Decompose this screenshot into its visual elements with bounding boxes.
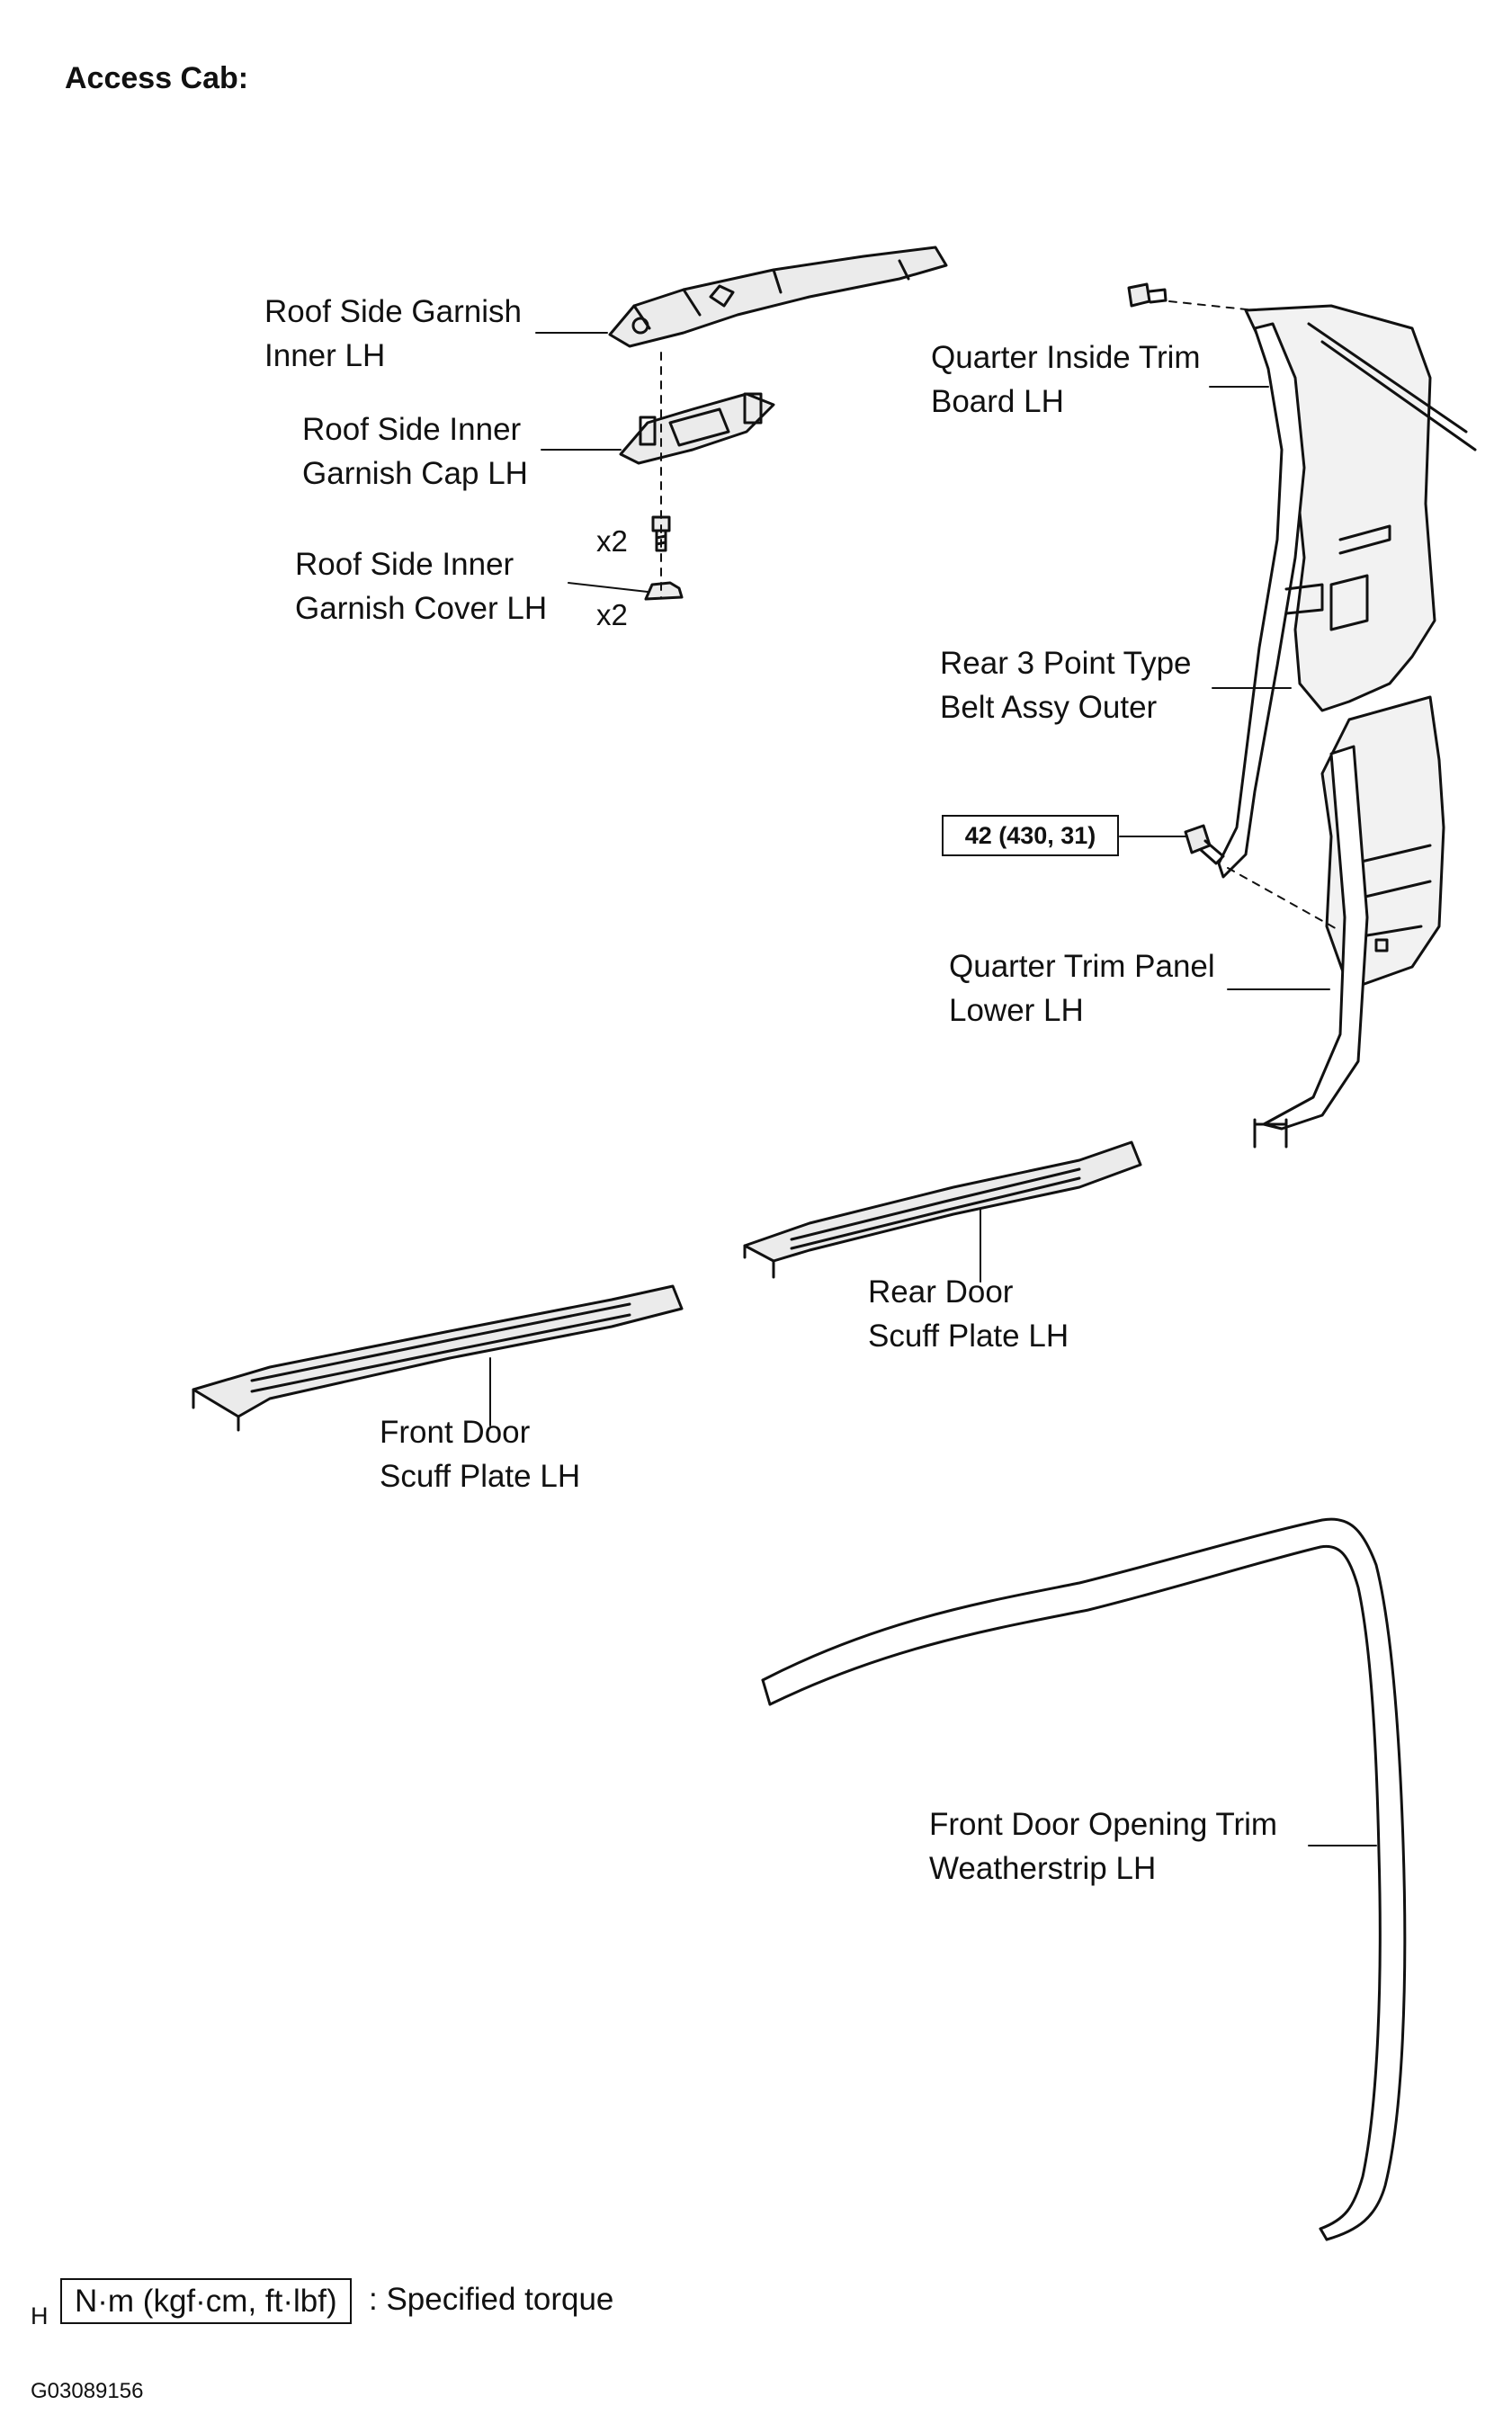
label-line: Scuff Plate LH [868,1319,1069,1354]
roof-side-garnish-part [608,246,948,348]
label-line: Weatherstrip LH [929,1851,1157,1886]
clip-quantity: x2 [596,524,628,558]
label-line: Garnish Cover LH [295,591,548,626]
label-rear-scuff-plate: Rear Door Scuff Plate LH [868,1270,1069,1358]
label-roof-side-garnish: Roof Side Garnish Inner LH [264,290,522,378]
cover-quantity: x2 [596,598,628,631]
label-line: Front Door Opening Trim [929,1807,1278,1842]
quarter-trim-bolt [1127,282,1168,308]
label-line: Quarter Inside Trim [931,340,1201,375]
label-garnish-cover: Roof Side Inner Garnish Cover LH [295,542,547,630]
label-front-scuff-plate: Front Door Scuff Plate LH [380,1410,580,1498]
garnish-cap-part [619,392,775,465]
label-line: Scuff Plate LH [380,1459,581,1494]
figure-code: G03089156 [31,2379,144,2403]
label-line: Rear 3 Point Type [940,646,1192,681]
page-title: Access Cab: [65,61,249,95]
leader-lines [489,332,1377,1846]
label-quarter-trim-panel: Quarter Trim Panel Lower LH [949,944,1215,1033]
bolt-axis-top [1168,300,1256,311]
label-rear-belt: Rear 3 Point Type Belt Assy Outer [940,641,1192,729]
front-scuff-plate-part [192,1284,684,1432]
rear-belt-part [1217,322,1369,1149]
label-line: Roof Side Inner [302,412,522,447]
weatherstrip-part [761,1517,1407,2241]
label-weatherstrip: Front Door Opening Trim Weatherstrip LH [929,1802,1277,1891]
label-line: Garnish Cap LH [302,456,528,491]
label-line: Front Door [380,1415,531,1450]
label-garnish-cap: Roof Side Inner Garnish Cap LH [302,407,528,496]
rear-scuff-plate-part [743,1140,1142,1279]
label-line: Roof Side Garnish [264,294,522,329]
label-line: Lower LH [949,993,1084,1028]
label-line: Inner LH [264,338,386,373]
figure-letter: H [31,2302,49,2329]
garnish-cover-part [644,581,684,601]
label-line: Rear Door [868,1274,1014,1310]
torque-legend-text: : Specified torque [369,2282,614,2317]
bolt-axis-belt [1227,867,1341,932]
belt-anchor-bolt [1184,824,1225,865]
torque-unit-box: N·m (kgf·cm, ft·lbf) [60,2278,352,2324]
label-line: Board LH [931,384,1064,419]
clip-screw-part [651,515,671,552]
label-quarter-inside-trim: Quarter Inside Trim Board LH [931,335,1201,424]
torque-spec-box: 42 (430, 31) [942,815,1119,856]
label-line: Quarter Trim Panel [949,949,1215,984]
label-line: Belt Assy Outer [940,690,1158,725]
label-line: Roof Side Inner [295,547,514,582]
